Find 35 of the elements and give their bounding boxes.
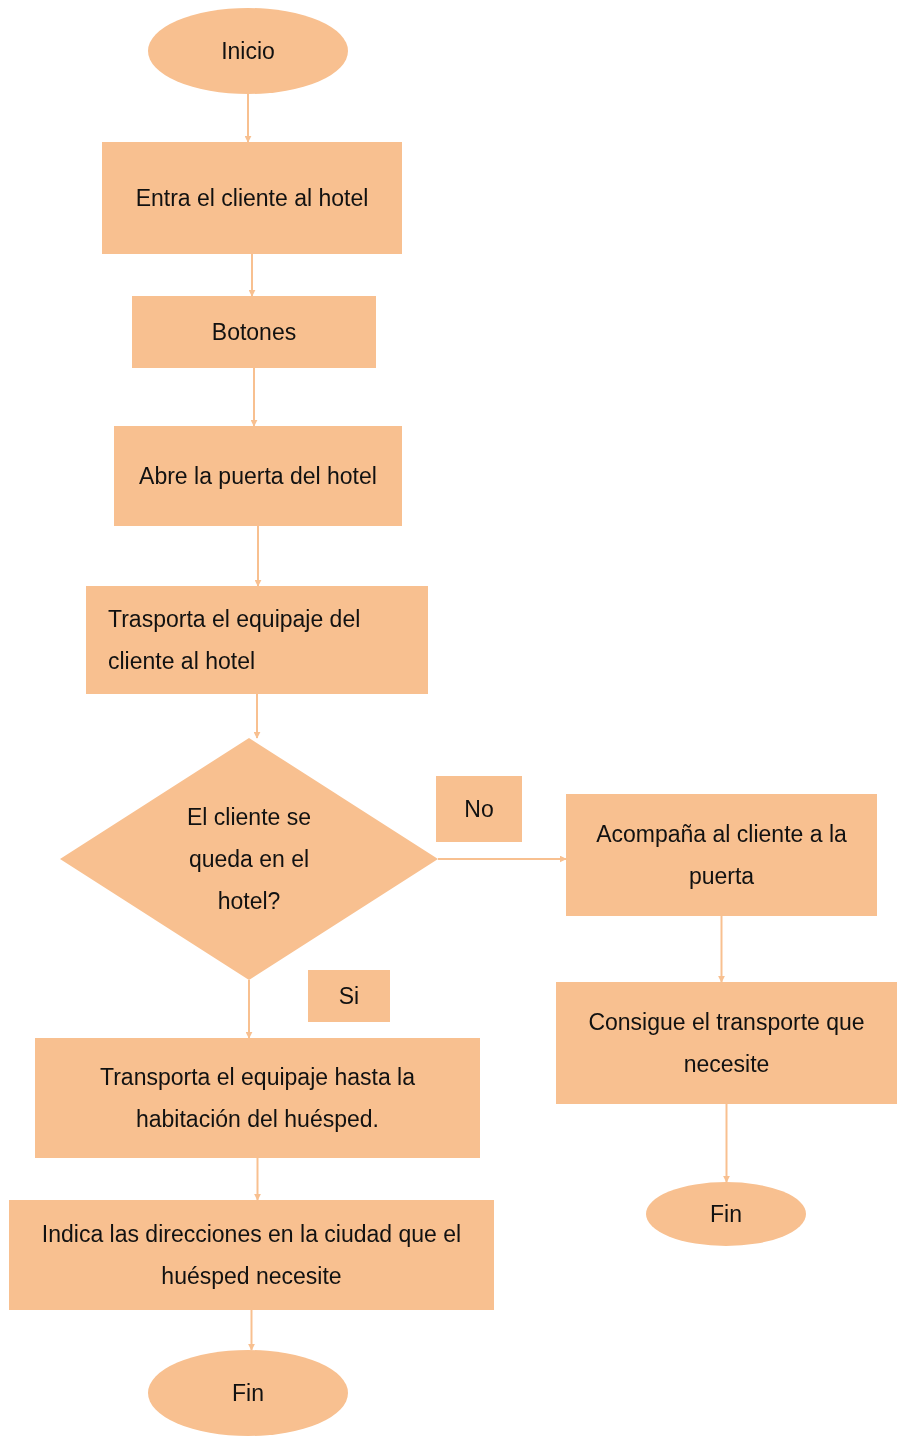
process-box — [114, 426, 402, 526]
arrow — [253, 693, 261, 739]
node-label: Trasporta el equipaje del cliente al hotel — [108, 605, 362, 676]
arrow — [437, 855, 567, 863]
arrow — [248, 1309, 255, 1351]
node-label: Fin — [710, 1200, 742, 1229]
process-box — [9, 1200, 494, 1310]
node-label: Si — [338, 982, 360, 1011]
node-label: Transporta el equipaje hasta la habitación del huésped. — [99, 1063, 416, 1134]
node-label: Abre la puerta del hotel — [139, 462, 377, 491]
process-box — [86, 586, 428, 694]
node-label: Inicio — [221, 37, 275, 66]
arrow — [723, 1103, 730, 1183]
node-label: Fin — [232, 1379, 264, 1408]
node-label: No — [464, 795, 494, 824]
arrow — [245, 979, 253, 1039]
arrow — [254, 1157, 261, 1201]
arrow — [718, 915, 725, 983]
process-box — [308, 970, 390, 1022]
process-box — [102, 142, 402, 254]
node-label: Entra el cliente al hotel — [135, 184, 369, 213]
process-box — [566, 794, 877, 916]
process-box — [436, 776, 522, 842]
arrow — [254, 525, 262, 587]
arrow — [250, 367, 258, 427]
node-label: Botones — [211, 318, 297, 347]
node-label: El cliente se queda en el hotel? — [186, 803, 312, 916]
node-label: Consigue el transporte que necesite — [587, 1008, 866, 1079]
arrow — [248, 253, 256, 297]
process-box — [35, 1038, 480, 1158]
node-label: Indica las direcciones en la ciudad que el huésped necesite — [40, 1220, 463, 1291]
node-label: Acompaña al cliente a la puerta — [595, 820, 848, 891]
arrow — [244, 93, 252, 143]
process-box — [556, 982, 897, 1104]
process-box — [132, 296, 376, 368]
